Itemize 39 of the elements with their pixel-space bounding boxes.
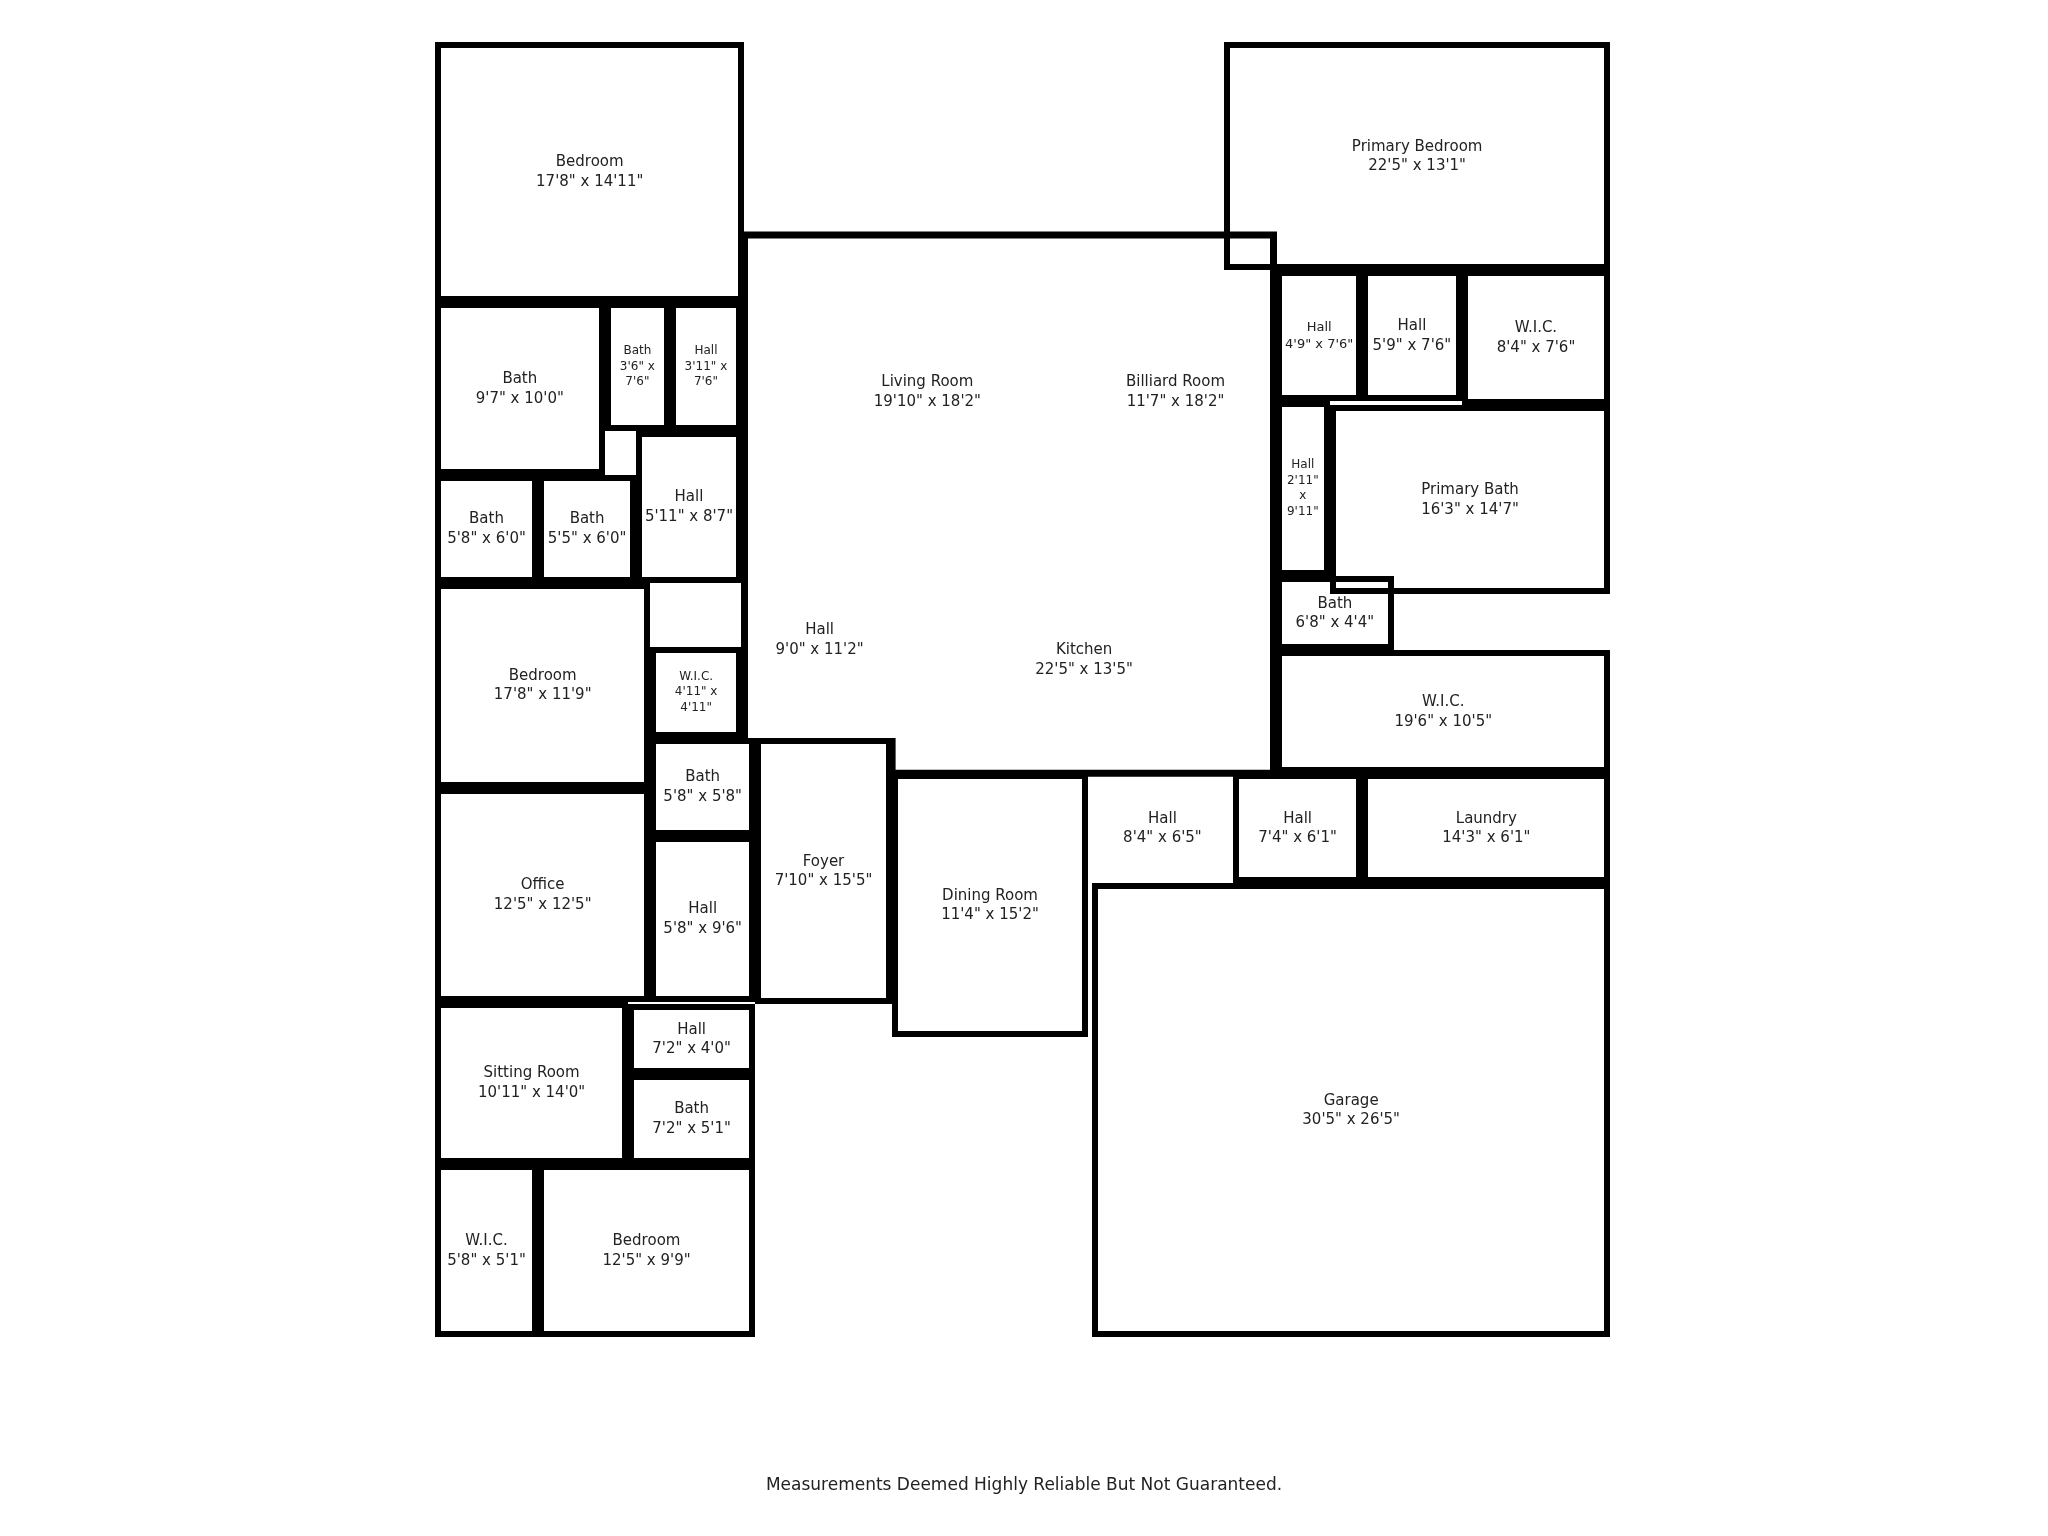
room-area (538, 1163, 755, 1338)
room-area (1091, 882, 1611, 1338)
room-area (1461, 270, 1611, 405)
room-name: Sitting Room (483, 1063, 580, 1083)
room-area (434, 1163, 539, 1338)
room-area (670, 301, 742, 431)
room-area (754, 737, 893, 1005)
room-area (434, 582, 651, 788)
room-area (434, 475, 539, 583)
room-area (434, 1001, 629, 1164)
room-name: Foyer (802, 851, 845, 872)
room-area (1223, 41, 1611, 271)
room-name: Primary Bath (1421, 480, 1519, 500)
room-area (892, 773, 1088, 1038)
room-name: Dining Room (942, 885, 1038, 906)
room-area (650, 646, 742, 738)
room-area (628, 1073, 755, 1164)
room-area (1362, 270, 1462, 401)
room-area (1362, 773, 1611, 883)
room-area (1329, 404, 1611, 595)
room-area (434, 787, 651, 1002)
room-name: Living Room (881, 372, 974, 392)
room-area (1276, 400, 1330, 576)
room-name: Garage (1323, 1090, 1379, 1111)
room-name: Primary Bedroom (1351, 136, 1483, 157)
room-area (650, 737, 755, 836)
room-area (1232, 773, 1363, 883)
room-name: Laundry (1455, 808, 1517, 829)
caption: Measurements Deemed Highly Reliable But Not Guaranteed. (765, 1474, 1283, 1494)
room-area (434, 41, 745, 302)
room-area (636, 431, 742, 583)
room-area (1276, 270, 1363, 401)
room-area (1276, 650, 1611, 774)
room-area (434, 301, 605, 476)
room-area (650, 835, 755, 1002)
room-area (538, 475, 637, 583)
room-area (604, 301, 671, 431)
room-area (628, 1004, 755, 1074)
room-area (1276, 576, 1394, 651)
